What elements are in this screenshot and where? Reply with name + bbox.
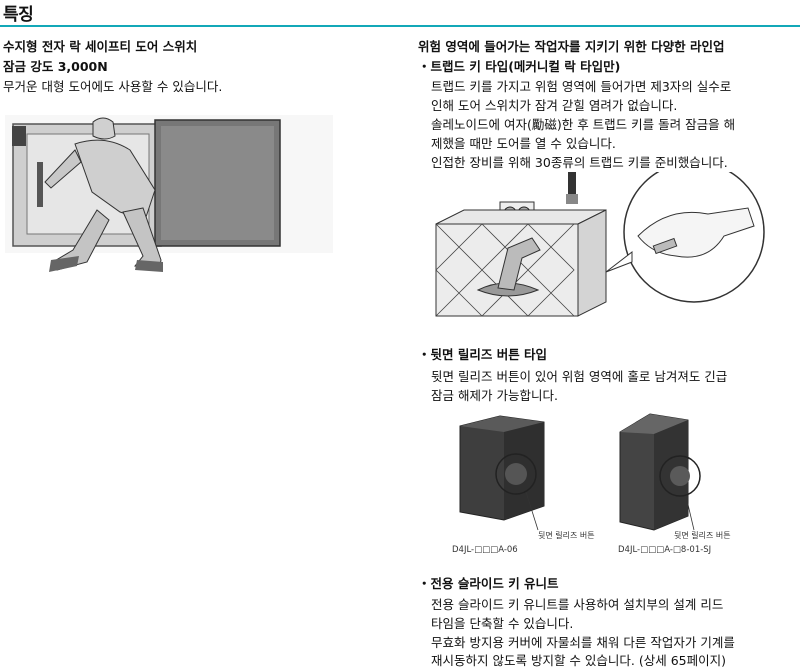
slide-line-1: 전용 슬라이드 키 유니트를 사용하여 설치부의 설계 리드: [431, 597, 724, 612]
page-heading: 특징: [3, 5, 34, 25]
left-description: 무거운 대형 도어에도 사용할 수 있습니다.: [3, 79, 223, 94]
trapped-line-5: 인접한 장비를 위해 30종류의 트랩드 키를 준비했습니다.: [431, 155, 728, 170]
trapped-line-2: 인해 도어 스위치가 잠겨 갇힐 염려가 없습니다.: [431, 98, 678, 113]
heading-rule: [0, 25, 800, 27]
slide-line-2: 타임을 단축할 수 있습니다.: [431, 616, 574, 631]
trapped-key-title: ・트랩드 키 타입(메커니컬 락 타입만): [418, 59, 621, 74]
slide-line-4: 재시동하지 않도록 방지할 수 있습니다. (상세 65페이지): [431, 653, 726, 668]
trapped-line-1: 트랩드 키를 가지고 위험 영역에 들어가면 제3자의 실수로: [431, 79, 732, 94]
door-illustration: [5, 115, 333, 272]
rear-line-1: 뒷면 릴리즈 버튼이 있어 위험 영역에 홀로 남겨져도 긴급: [431, 369, 728, 384]
right-title: 위험 영역에 들어가는 작업자를 지키기 위한 다양한 라인업: [418, 39, 725, 54]
rear-release-title: ・뒷면 릴리즈 버튼 타입: [418, 347, 548, 362]
slide-key-title: ・전용 슬라이드 키 유니트: [418, 576, 559, 591]
rear-button-caption-2: 뒷면 릴리즈 버튼: [674, 531, 731, 540]
part-number-1: D4JL-□□□A-06: [452, 545, 518, 555]
rear-release-switch-images: [459, 413, 701, 531]
rear-button-caption-1: 뒷면 릴리즈 버튼: [538, 531, 595, 540]
trapped-line-3: 솔레노이드에 여자(勵磁)한 후 트랩드 키를 돌려 잠금을 해: [431, 117, 736, 132]
trapped-line-4: 제했을 때만 도어를 열 수 있습니다.: [431, 136, 616, 151]
left-title: 수지형 전자 락 세이프티 도어 스위치: [3, 39, 198, 54]
slide-line-3: 무효화 방지용 커버에 자물쇠를 채워 다른 작업자가 기계를: [431, 635, 735, 650]
trapped-key-illustration: [435, 172, 765, 317]
lock-strength: 잠금 강도 3,000N: [3, 59, 108, 74]
rear-line-2: 잠금 해제가 가능합니다.: [431, 388, 558, 403]
part-number-2: D4JL-□□□A-□8-01-SJ: [618, 545, 712, 555]
